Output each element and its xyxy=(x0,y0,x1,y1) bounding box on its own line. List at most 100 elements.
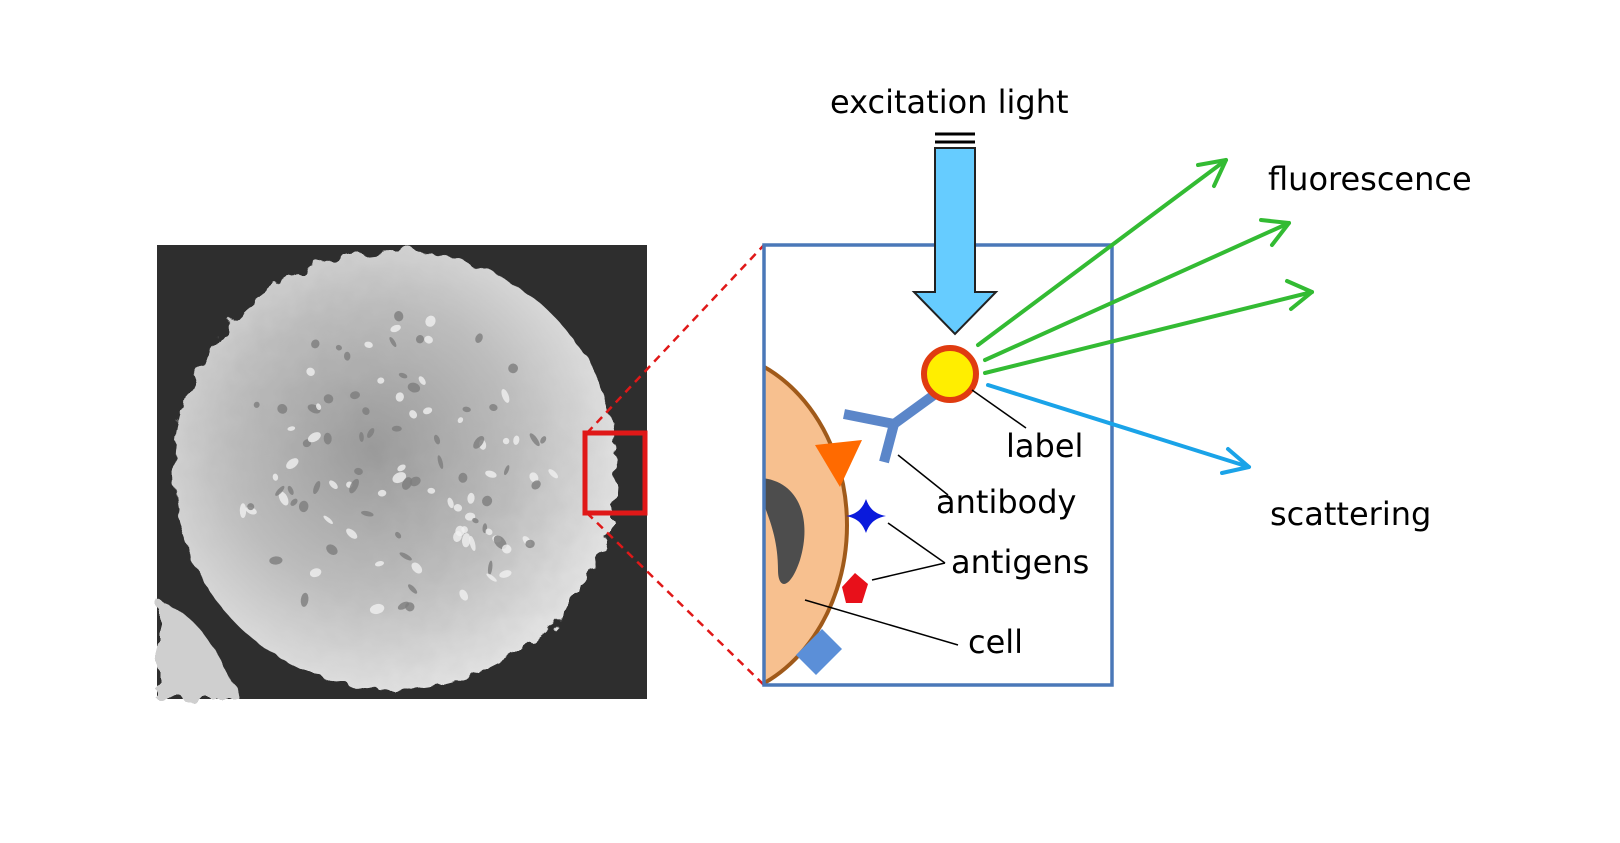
excitation-arrow-shape xyxy=(911,147,999,336)
white-blood-cell-image xyxy=(173,250,617,690)
microvillus xyxy=(389,336,397,348)
zoom-connector-top xyxy=(586,244,765,434)
antigens-label: antigens xyxy=(951,543,1090,581)
microvillus xyxy=(390,324,401,333)
antibody-leader xyxy=(897,454,949,496)
microvillus xyxy=(307,432,321,443)
microvillus xyxy=(423,407,433,415)
microvillus xyxy=(433,434,441,445)
microvillus xyxy=(361,510,374,517)
microvillus xyxy=(467,492,475,504)
microvillus xyxy=(335,344,342,351)
microvillus xyxy=(392,472,407,484)
microvillus xyxy=(272,473,279,481)
microvillus xyxy=(298,500,309,513)
fluorescence-arrows xyxy=(976,158,1314,375)
microvillus xyxy=(316,403,322,410)
sem-micrograph xyxy=(157,245,648,699)
microvillus xyxy=(540,436,547,444)
microvillus xyxy=(329,480,338,489)
microvillus xyxy=(277,404,288,414)
microvillus xyxy=(253,401,260,408)
microvillus xyxy=(247,503,255,511)
microvillus xyxy=(323,432,332,445)
fluorescent-label xyxy=(921,345,979,403)
microvillus xyxy=(482,495,493,507)
microvillus xyxy=(326,544,338,556)
microvillus xyxy=(513,435,520,445)
microvillus xyxy=(411,562,423,574)
scattering-arrow xyxy=(986,383,1251,475)
fluorescence-arrow-1 xyxy=(976,158,1228,347)
label-label: label xyxy=(1006,427,1084,465)
microvillus xyxy=(395,531,402,539)
microvillus xyxy=(377,377,385,384)
microvillus xyxy=(313,480,321,495)
microvillus xyxy=(469,535,476,551)
microvillus xyxy=(501,388,510,403)
microvillus xyxy=(503,465,510,476)
scattering-label: scattering xyxy=(1270,495,1432,533)
microvillus xyxy=(501,544,512,554)
microvillus xyxy=(359,432,364,442)
microvillus xyxy=(489,404,498,411)
zoom-box-contents xyxy=(764,364,886,685)
antigens-leader-red xyxy=(871,562,946,581)
microvillus xyxy=(548,469,559,479)
microvillus xyxy=(398,372,408,379)
microvillus xyxy=(395,392,404,402)
microvillus xyxy=(485,528,493,536)
microvillus xyxy=(397,464,406,472)
microvillus xyxy=(377,489,387,497)
microvillus xyxy=(367,428,375,438)
microvillus xyxy=(461,533,471,548)
microvillus xyxy=(323,394,334,404)
microvillus xyxy=(300,592,309,607)
microvillus xyxy=(275,485,285,496)
fluorescence-arrow-2-head xyxy=(1259,218,1291,247)
microvillus xyxy=(354,467,363,475)
excitation-light-arrow xyxy=(911,132,999,336)
cell-label: cell xyxy=(968,623,1024,661)
microvillus xyxy=(529,472,539,483)
microvillus xyxy=(457,417,464,423)
microvillus xyxy=(350,391,360,400)
microvillus xyxy=(453,504,463,512)
microvillus xyxy=(499,570,512,578)
fluorescence-arrow-1-head xyxy=(1196,158,1228,188)
fluorescence-arrow-3-head xyxy=(1285,279,1314,311)
microvillus xyxy=(239,503,247,519)
microvillus xyxy=(458,472,468,483)
microvillus xyxy=(437,455,444,469)
microvillus xyxy=(475,333,483,343)
microvillus xyxy=(415,335,425,344)
microvillus xyxy=(424,335,433,344)
microvillus xyxy=(455,525,465,537)
microvillus xyxy=(525,539,535,549)
microvillus xyxy=(487,560,493,576)
microvillus xyxy=(531,480,541,490)
microvillus xyxy=(407,382,421,393)
microvillus xyxy=(502,437,510,445)
microvillus xyxy=(287,426,296,431)
microvillus xyxy=(409,476,421,487)
microvillus xyxy=(408,584,418,594)
antigen-orange xyxy=(815,440,862,487)
microvillus xyxy=(349,478,359,494)
microvillus xyxy=(343,351,351,361)
microvillus xyxy=(287,485,294,495)
nucleus xyxy=(764,478,805,584)
microvillus xyxy=(346,528,358,539)
antigen-red xyxy=(842,573,868,603)
neighbor-cell-fragment xyxy=(157,600,240,699)
cell-leader xyxy=(804,599,959,646)
fluorescence-arrow-3 xyxy=(983,290,1314,375)
antibody-label: antibody xyxy=(936,483,1077,521)
microvillus xyxy=(508,363,518,374)
leader-lines xyxy=(804,389,1027,646)
microvilli-texture xyxy=(239,311,559,615)
microvillus xyxy=(418,376,426,385)
antigen-light-blue xyxy=(796,629,842,675)
microvillus xyxy=(409,410,418,419)
